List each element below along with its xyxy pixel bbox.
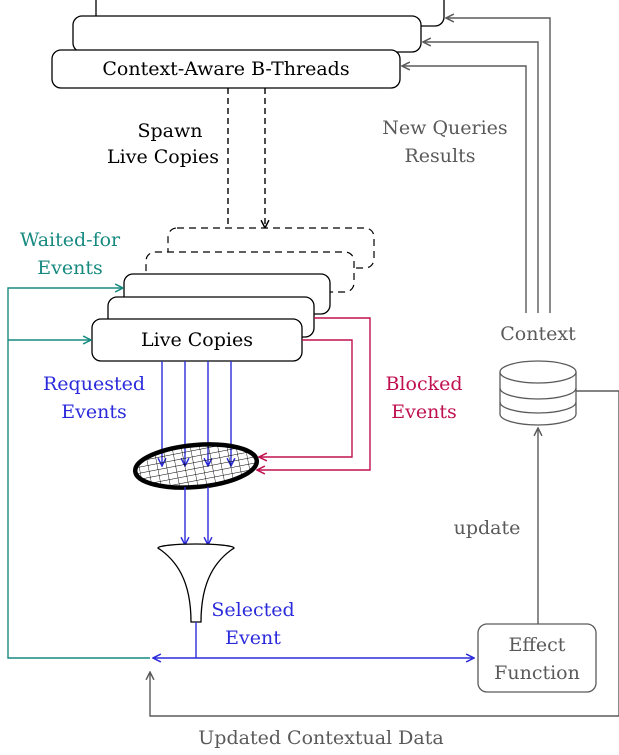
selected-label-line1: Selected: [211, 599, 294, 621]
bthreads-stack: Context-Aware B-Threads: [51, 0, 445, 89]
context-label: Context: [500, 323, 576, 345]
blocked-label-line1: Blocked: [385, 373, 462, 395]
database-icon: [499, 360, 577, 426]
waited-label-line2: Events: [37, 257, 102, 279]
blocked-arrow-outer: [257, 317, 371, 470]
spawn-label-line1: Spawn: [137, 120, 202, 142]
new-queries-line1: New Queries: [382, 117, 507, 139]
update-label: update: [454, 517, 521, 539]
blocked-arrow-inner: [259, 339, 353, 457]
requested-label-line2: Events: [61, 401, 126, 423]
updated-data-label: Updated Contextual Data: [198, 727, 443, 749]
effect-label-line1: Effect: [509, 634, 566, 656]
new-queries-line2: Results: [405, 145, 476, 167]
spawn-label-line2: Live Copies: [107, 146, 219, 168]
bthreads-middle-card: [72, 15, 422, 53]
live-copies-stack: Live Copies: [91, 227, 375, 362]
blocked-label-line2: Events: [391, 401, 456, 423]
waited-events-arrows: [7, 288, 150, 659]
waited-label-line1: Waited-for: [20, 229, 121, 251]
bthreads-label: Context-Aware B-Threads: [102, 58, 349, 80]
requested-label-line1: Requested: [43, 373, 145, 395]
query-arrow-2: [423, 42, 539, 313]
selected-event-arrows: [153, 622, 474, 658]
query-arrow-3: [446, 18, 551, 313]
live-copies-label: Live Copies: [141, 329, 253, 351]
bthreads-front-card: [51, 49, 401, 89]
updated-data-loop: [150, 390, 619, 717]
selected-label-line2: Event: [225, 627, 281, 649]
query-result-arrows: [402, 18, 551, 313]
funnel-icon: [157, 543, 235, 623]
query-arrow-1: [402, 66, 527, 313]
sieve-icon: [132, 442, 260, 490]
waited-loop: [7, 288, 150, 659]
spawn-arrows: [228, 88, 265, 250]
blocked-arrows: [257, 317, 371, 470]
effect-label-line2: Function: [494, 662, 580, 684]
effect-function-box: Effect Function: [477, 623, 597, 693]
